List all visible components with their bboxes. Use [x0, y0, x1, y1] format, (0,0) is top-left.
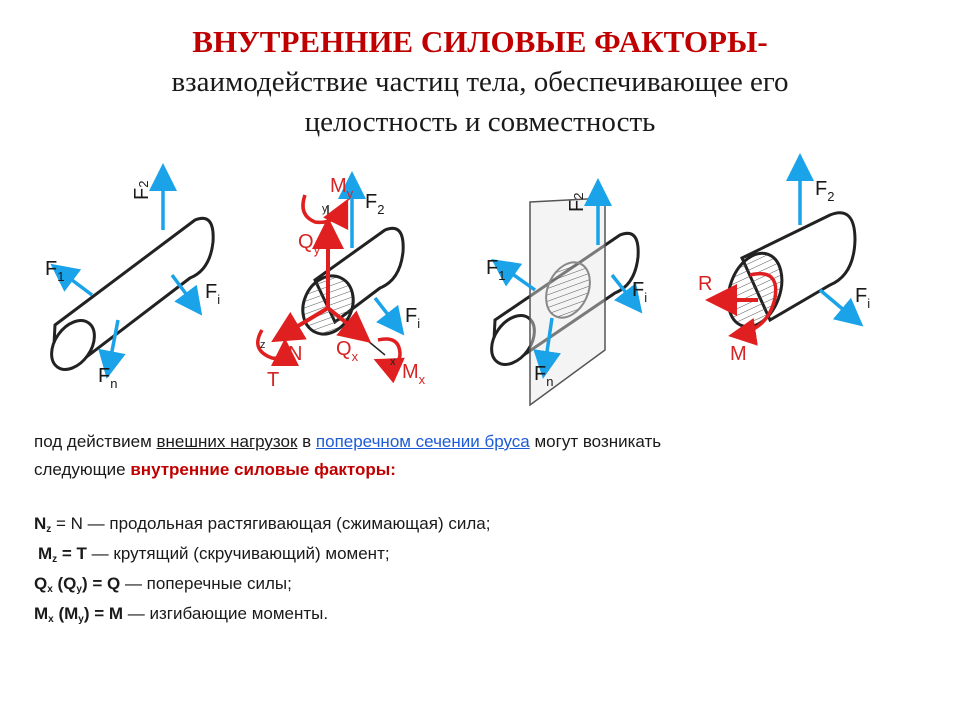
figure-beam-loaded: F2 F1 Fi Fn — [45, 163, 220, 391]
label-f2-2: F2 — [365, 191, 384, 217]
label-fn-3: Fn — [534, 363, 553, 389]
formula-row-t: Mz = Т — крутящий (скручивающий) момент; — [38, 544, 390, 565]
label-f2-4: F2 — [815, 178, 834, 204]
intro-text-1: под действием — [34, 432, 157, 451]
label-axis-x: x — [390, 356, 396, 368]
moment-m-arc — [728, 272, 778, 346]
formula-row-n: Nz = N — продольная растягивающая (сжима… — [34, 514, 491, 535]
label-t: T — [267, 369, 279, 391]
title-subtitle-line-1: взаимодействие частиц тела, обеспечивающ… — [171, 66, 789, 98]
label-fi-3: Fi — [632, 279, 647, 305]
formula-row-q: Qx (Qy) = Q — поперечные силы; — [34, 574, 292, 595]
label-m: M — [730, 343, 747, 365]
force-fi-arrow-2 — [373, 296, 405, 336]
label-n: N — [288, 343, 302, 365]
figure-cutting-plane: F2 F1 Fi Fn — [486, 178, 647, 407]
title-subtitle-line-2: целостность и совместность — [304, 106, 656, 138]
intro-paragraph: под действием внешних нагрузок в попереч… — [34, 428, 914, 484]
figures-row: F2 F1 Fi Fn My F2 Qy Fi Qx N T — [0, 150, 960, 420]
figures-svg: F2 F1 Fi Fn My F2 Qy Fi Qx N T — [45, 153, 870, 407]
label-qy: Qy — [298, 231, 321, 257]
force-qx-arrow — [326, 306, 372, 344]
label-f1-3: F1 — [486, 257, 505, 283]
formula-row-m: Mx (My) = M — изгибающие моменты. — [34, 604, 329, 625]
moment-t-arc — [256, 329, 299, 367]
link-external-loads[interactable]: внешних нагрузок — [156, 432, 298, 451]
link-cross-section[interactable]: поперечном сечении бруса — [315, 432, 530, 451]
formula-list: Nz = N — продольная растягивающая (сжима… — [34, 509, 914, 629]
label-qx: Qx — [336, 338, 359, 364]
force-f1-arrow — [50, 263, 94, 297]
label-fi-2: Fi — [405, 305, 420, 331]
figure-resultants: F2 Fi R M — [698, 153, 870, 365]
moment-my-arc — [301, 194, 349, 231]
label-f2-3: F2 — [566, 193, 588, 212]
intro-highlight: внутренние силовые факторы: — [130, 460, 396, 479]
label-fn: Fn — [98, 365, 117, 391]
label-fi: Fi — [205, 281, 220, 307]
label-axis-z: z — [260, 339, 266, 351]
figure-cut-section-axes: My F2 Qy Fi Qx N T Mx y z x — [256, 171, 426, 391]
intro-text-3: могут возникать — [529, 432, 662, 451]
beam-end-ellipse — [50, 319, 96, 371]
label-fi-4: Fi — [855, 285, 870, 311]
slide-title: ВНУТРЕННИЕ СИЛОВЫЕ ФАКТОРЫ- взаимодейств… — [0, 22, 960, 142]
label-r: R — [698, 273, 712, 295]
label-f2: F2 — [131, 181, 153, 200]
force-fi-arrow — [170, 273, 203, 316]
intro-text-2: в — [297, 432, 316, 451]
force-n-arrow — [271, 306, 330, 343]
force-fn-arrow — [98, 319, 126, 379]
section-ellipse-3 — [545, 261, 591, 319]
intro-text-4: следующие — [34, 460, 131, 479]
label-my: My — [330, 175, 354, 201]
moment-mx-arc — [373, 337, 405, 384]
label-mx: Mx — [402, 361, 426, 387]
title-heading: ВНУТРЕННИЕ СИЛОВЫЕ ФАКТОРЫ- — [192, 24, 768, 59]
label-axis-y: y — [322, 203, 328, 215]
label-f1: F1 — [45, 258, 64, 284]
